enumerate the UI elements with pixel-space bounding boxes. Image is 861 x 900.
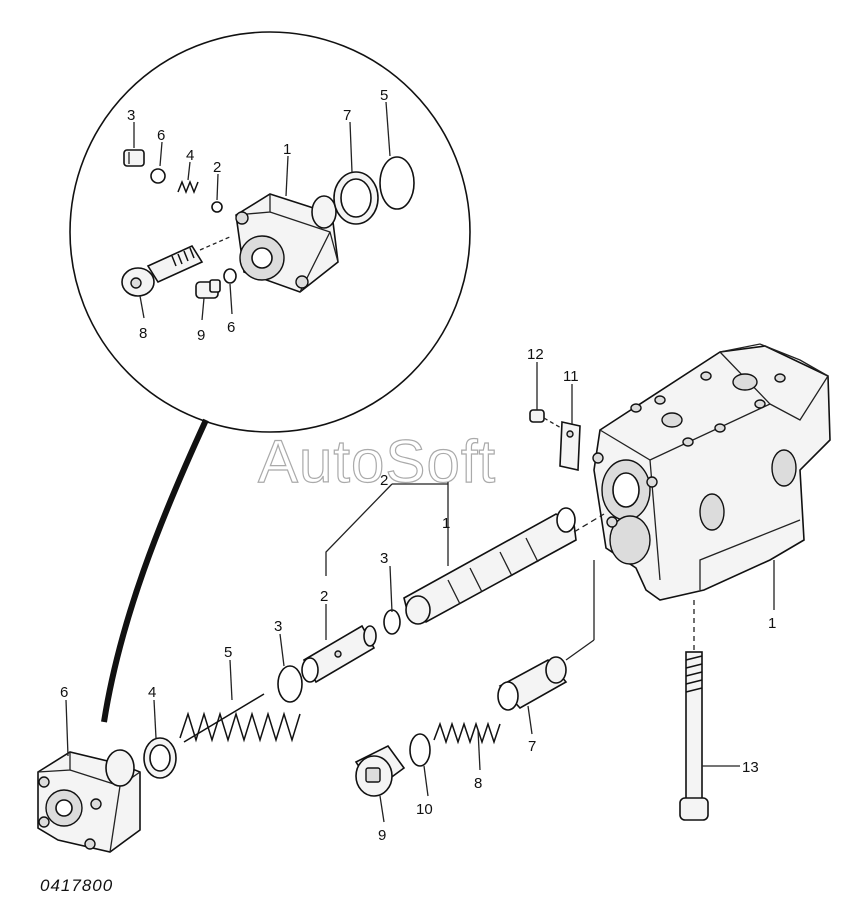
callout-12: 12 <box>527 346 544 363</box>
detail-callout-5: 5 <box>380 87 388 104</box>
callout-1-upper: 1 <box>442 515 450 532</box>
end-cover-part <box>37 749 141 853</box>
detail-circle <box>69 31 471 433</box>
main-leader-lines <box>65 362 775 823</box>
washer-part-4 <box>143 737 177 779</box>
detail-callout-6-bottom: 6 <box>227 319 235 336</box>
valve-body-part <box>592 343 831 601</box>
spring-part-8 <box>433 721 501 745</box>
detail-callout-1: 1 <box>283 141 291 158</box>
callout-10: 10 <box>416 801 433 818</box>
callout-2-upper: 2 <box>380 472 388 489</box>
detail-ball-part <box>211 201 223 213</box>
callout-8: 8 <box>474 775 482 792</box>
long-bolt-part-13 <box>679 600 709 821</box>
detail-plug-part <box>123 149 145 167</box>
callout-11: 11 <box>563 368 579 385</box>
o-ring-part-3a <box>383 609 401 635</box>
callout-13: 13 <box>742 759 759 776</box>
detail-bolt-part <box>121 235 233 297</box>
detail-small-o-ring-part <box>223 268 237 284</box>
sleeve-part-7 <box>497 656 568 711</box>
callout-5: 5 <box>224 644 232 661</box>
callout-3-upper: 3 <box>380 550 388 567</box>
detail-small-spring-part <box>177 179 199 195</box>
detail-callout-3: 3 <box>127 107 135 124</box>
spool-part <box>403 507 577 625</box>
detail-callout-7: 7 <box>343 107 351 124</box>
detail-leader-lines <box>133 101 391 321</box>
callout-3-lower: 3 <box>274 618 282 635</box>
detail-leader-curve <box>101 418 209 723</box>
detail-callout-8: 8 <box>139 325 147 342</box>
spring-part-5 <box>179 693 301 743</box>
callout-6: 6 <box>60 684 68 701</box>
callout-4: 4 <box>148 684 156 701</box>
o-ring-part-10 <box>409 733 431 767</box>
callout-1-right: 1 <box>768 615 776 632</box>
plate-part-11 <box>559 421 581 471</box>
detail-body-part <box>235 193 339 293</box>
detail-large-o-ring-part <box>379 156 415 210</box>
detail-callout-6-top: 6 <box>157 127 165 144</box>
detail-seal-part <box>333 171 379 225</box>
spool-end-part <box>301 624 377 684</box>
watermark: AutoSoft <box>258 428 496 495</box>
detail-o-ring-part <box>150 168 166 184</box>
detail-callout-4: 4 <box>186 147 194 164</box>
callout-7: 7 <box>528 738 536 755</box>
detail-callout-9: 9 <box>197 327 205 344</box>
callout-2-lower: 2 <box>320 588 328 605</box>
document-number: 0417800 <box>40 876 113 895</box>
plug-part-9 <box>354 744 406 797</box>
detail-screw-part <box>195 279 221 299</box>
assembly-axis-lines <box>565 513 605 661</box>
detail-callout-2: 2 <box>213 159 221 176</box>
detail-view: 3 6 4 2 1 7 5 8 9 6 <box>69 31 471 723</box>
o-ring-part-3b <box>277 665 303 703</box>
callout-9: 9 <box>378 827 386 844</box>
